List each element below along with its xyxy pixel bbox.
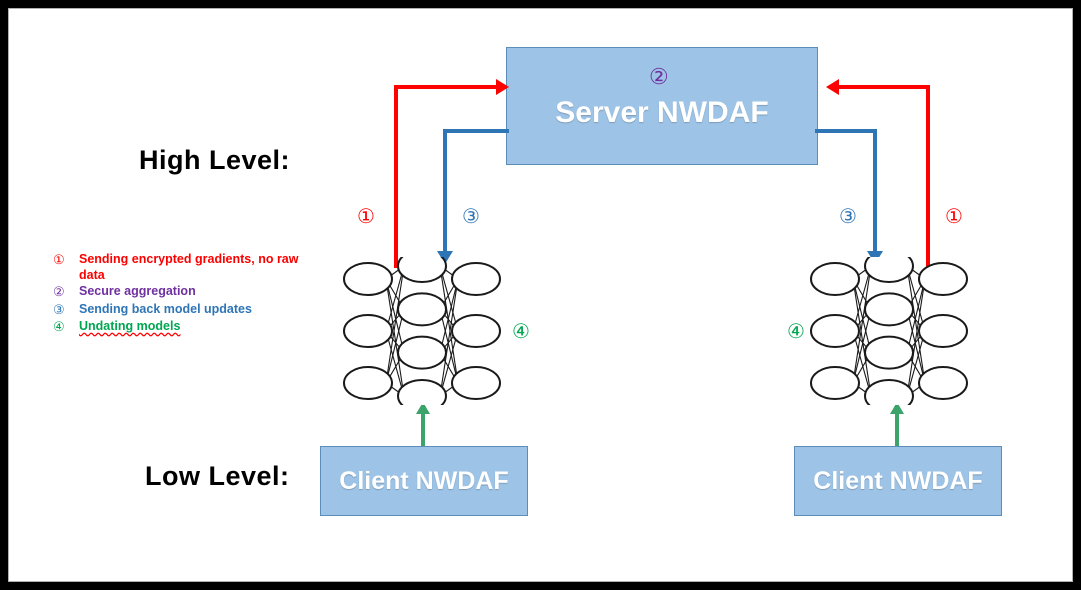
step-marker-1-right-icon: ① [945,206,963,228]
arrow-update-left-head-icon [416,402,430,414]
arrow-download-right-vertical [873,129,877,253]
legend-marker-3-icon: ③ [53,301,65,317]
legend-item-1: ① Sending encrypted gradients, no raw da… [53,252,323,283]
arrow-download-right-horizontal [815,129,877,133]
arrow-update-right-vertical [895,413,899,446]
legend-label-1: Sending encrypted gradients, no raw data [79,252,299,282]
arrow-upload-left-head-icon [496,79,509,95]
legend-label-3: Sending back model updates [79,301,252,316]
step-marker-4-left-icon: ④ [512,321,530,343]
client-nwdaf-label-right: Client NWDAF [813,466,983,495]
legend-marker-2-icon: ② [53,284,65,300]
arrow-upload-left-horizontal [394,85,498,89]
legend-item-2: ② Secure aggregation [53,284,323,300]
arrow-download-left-horizontal [443,129,509,133]
step-marker-1-left-icon: ① [357,206,375,228]
neural-network-left [342,257,502,405]
legend-label-2: Secure aggregation [79,284,196,299]
step-marker-4-right-icon: ④ [787,321,805,343]
server-nwdaf-label: Server NWDAF [555,96,769,129]
legend-item-4: ④ Undating models [53,319,323,335]
high-level-label: High Level: [139,145,291,175]
arrow-update-right-head-icon [890,402,904,414]
legend-item-3: ③ Sending back model updates [53,302,323,318]
server-nwdaf-box[interactable]: Server NWDAF [506,47,818,165]
legend-label-4: Undating models [79,318,181,333]
legend: ① Sending encrypted gradients, no raw da… [53,252,323,336]
neural-network-right [809,257,969,405]
arrow-upload-right-head-icon [826,79,839,95]
arrow-upload-right-vertical [926,85,930,268]
legend-marker-4-icon: ④ [53,318,65,334]
low-level-label: Low Level: [145,461,290,491]
diagram-frame: High Level: Low Level: ① Sending encrypt… [8,8,1073,582]
arrow-upload-left-vertical [394,85,398,268]
arrow-download-left-vertical [443,129,447,253]
step-marker-2-icon: ② [649,64,669,89]
client-nwdaf-label-left: Client NWDAF [339,466,509,495]
client-nwdaf-box-right[interactable]: Client NWDAF [794,446,1002,516]
arrow-update-left-vertical [421,413,425,446]
client-nwdaf-box-left[interactable]: Client NWDAF [320,446,528,516]
step-marker-3-left-icon: ③ [462,206,480,228]
legend-marker-1-icon: ① [53,252,65,267]
step-marker-3-right-icon: ③ [839,206,857,228]
arrow-upload-right-horizontal [839,85,930,89]
